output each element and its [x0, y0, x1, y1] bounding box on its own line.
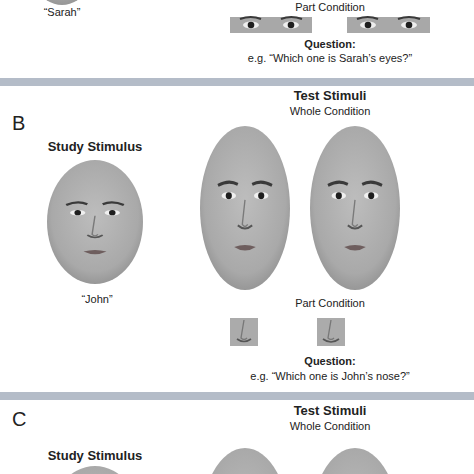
eye-strip	[347, 17, 430, 33]
face-name: “Sarah”	[44, 6, 81, 19]
condition-label: Part Condition	[295, 297, 365, 310]
eye-strip	[230, 17, 312, 33]
question-text: e.g. “Which one is John’s nose?”	[250, 370, 409, 383]
test-face	[310, 126, 400, 290]
test-face	[200, 126, 290, 290]
divider-bar	[0, 78, 474, 86]
study-face	[22, 0, 102, 5]
question-heading: Question:	[304, 355, 355, 368]
study-face	[47, 466, 143, 474]
test-face	[310, 448, 400, 474]
question-text: e.g. “Which one is Sarah’s eyes?”	[248, 52, 412, 65]
panel-letter: C	[12, 408, 26, 431]
nose-patch	[230, 318, 258, 346]
section-heading: Study Stimulus	[48, 449, 143, 464]
section-heading: Test Stimuli	[294, 404, 367, 419]
divider-bar	[0, 392, 474, 400]
section-heading: Study Stimulus	[48, 140, 143, 155]
condition-label: Whole Condition	[290, 420, 371, 433]
question-heading: Question:	[304, 38, 355, 51]
section-heading: Test Stimuli	[294, 89, 367, 104]
study-face	[47, 160, 143, 284]
nose-patch	[317, 318, 345, 346]
panel-letter: B	[12, 112, 25, 135]
test-face	[200, 448, 290, 474]
condition-label: Part Condition	[295, 1, 365, 14]
condition-label: Whole Condition	[290, 105, 371, 118]
face-name: “John”	[81, 293, 112, 306]
